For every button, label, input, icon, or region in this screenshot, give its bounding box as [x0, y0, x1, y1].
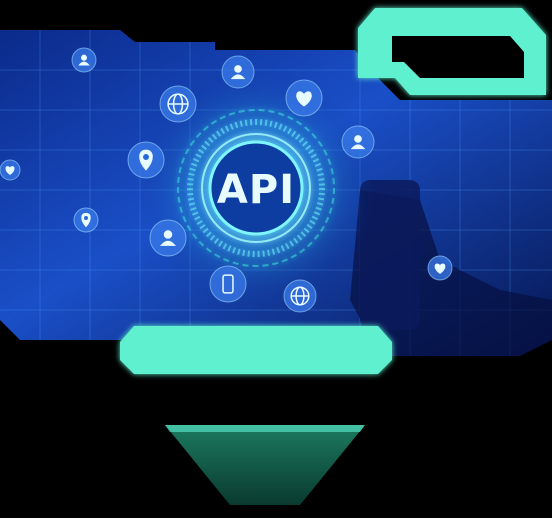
api-hub: API — [177, 109, 335, 267]
stand-base — [165, 425, 365, 505]
mint-bar — [120, 326, 392, 374]
mint-frame-shape — [358, 8, 546, 95]
api-badge-text: API — [217, 167, 295, 213]
heart-icon — [0, 159, 21, 181]
location-pin-icon — [73, 207, 99, 233]
heart-icon — [285, 79, 323, 117]
globe-icon — [283, 279, 317, 313]
location-pin-icon — [127, 141, 165, 179]
icon-bubbles — [0, 47, 453, 313]
globe-icon — [159, 85, 197, 123]
user-icon — [71, 47, 97, 73]
heart-icon — [427, 255, 453, 281]
user-icon — [149, 219, 187, 257]
user-icon — [341, 125, 375, 159]
user-icon — [221, 55, 255, 89]
smartphone-icon — [209, 265, 247, 303]
